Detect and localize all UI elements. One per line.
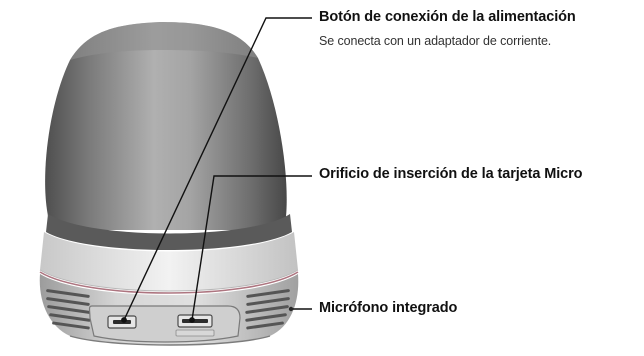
leader-lines xyxy=(121,17,312,323)
microsd-slot-label: Orificio de inserción de la tarjeta Micr… xyxy=(319,166,583,182)
microphone-hole xyxy=(288,306,294,312)
power-connector-label: Botón de conexión de la alimentación xyxy=(319,9,576,25)
vent-slots xyxy=(46,289,290,330)
camera-dome xyxy=(45,22,292,250)
microphone-label: Micrófono integrado xyxy=(319,300,458,316)
camera-ring xyxy=(39,232,299,294)
microsd-slot xyxy=(175,314,215,337)
leader-line-power xyxy=(123,17,312,321)
leader-line-microsd xyxy=(191,175,312,321)
power-connector-description: Se conecta con un adaptador de corriente… xyxy=(319,34,552,48)
